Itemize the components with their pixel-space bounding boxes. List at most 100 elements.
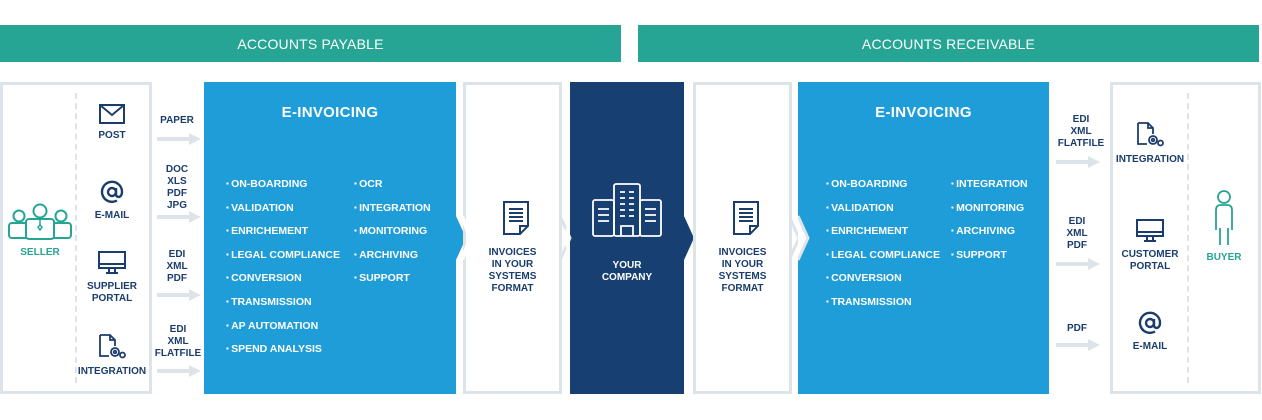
service-item: ON-BOARDING [826, 178, 940, 202]
format-item: FLATFILE [154, 348, 202, 359]
services-list-col1: ON-BOARDING VALIDATION ENRICHEMENT LEGAL… [826, 178, 940, 320]
service-item: SPEND ANALYSIS [226, 343, 340, 367]
channel-label: PORTAL [1129, 261, 1171, 272]
service-item: INTEGRATION [354, 202, 431, 226]
buyer-label: BUYER [1206, 252, 1242, 263]
format-item: EDI [1072, 114, 1090, 125]
arrow-right-icon [157, 289, 201, 301]
channel-label: INTEGRATION [1115, 154, 1185, 165]
arrow-right-icon [1056, 258, 1100, 270]
service-item: SUPPORT [354, 272, 431, 296]
accounts-receivable-header: ACCOUNTS RECEIVABLE [638, 25, 1259, 62]
format-item: XML [166, 261, 188, 272]
invoices-in-label: INVOICES IN YOUR SYSTEMS FORMAT [466, 247, 559, 295]
buyer-person-icon [1215, 190, 1233, 245]
channel-post: POST [76, 104, 148, 142]
service-item: ENRICHEMENT [826, 225, 940, 249]
channel-email: E-MAIL [1112, 311, 1188, 353]
format-item: PAPER [160, 115, 194, 126]
format-item: PDF [167, 188, 187, 199]
services-list-col1: ON-BOARDING VALIDATION ENRICHEMENT LEGAL… [226, 178, 340, 367]
channel-label: SUPPLIER [86, 281, 137, 292]
arrow-right-icon [1056, 156, 1100, 168]
service-item: ON-BOARDING [226, 178, 340, 202]
label-line: IN YOUR [491, 259, 534, 270]
format-label-integration: EDI XML FLATFILE [150, 324, 206, 360]
divider [1187, 93, 1189, 383]
at-sign-icon [1138, 311, 1162, 335]
buyer: BUYER [1190, 190, 1258, 263]
format-item: PDF [1067, 240, 1087, 251]
envelope-icon [99, 104, 125, 124]
channel-supplier-portal: SUPPLIER PORTAL [76, 251, 148, 305]
format-label-paper: PAPER [152, 115, 202, 127]
e-invoicing-payable-panel: E-INVOICING ON-BOARDING VALIDATION ENRIC… [204, 82, 456, 394]
e-invoicing-receivable-panel: E-INVOICING ON-BOARDING VALIDATION ENRIC… [798, 82, 1049, 394]
your-company-label: YOUR COMPANY [570, 260, 684, 284]
channel-label: POST [98, 130, 126, 141]
at-sign-icon [100, 180, 124, 204]
label-line: COMPANY [601, 272, 653, 283]
service-item: LEGAL COMPLIANCE [826, 249, 940, 273]
format-label-portal: EDI XML PDF [152, 249, 202, 285]
accounts-payable-title: ACCOUNTS PAYABLE [237, 35, 384, 52]
your-company-panel: YOUR COMPANY [570, 82, 684, 394]
label-line: SYSTEMS [488, 271, 537, 282]
service-item: MONITORING [354, 225, 431, 249]
format-item: EDI [1068, 216, 1086, 227]
seller-panel: SELLER [0, 82, 152, 394]
service-item: TRANSMISSION [226, 296, 340, 320]
service-item: CONVERSION [226, 272, 340, 296]
seller-label: SELLER [20, 247, 60, 258]
format-item: FLATFILE [1057, 138, 1105, 149]
buyer-panel [1110, 82, 1261, 394]
format-item: DOC [165, 164, 189, 175]
invoices-out-label: INVOICES IN YOUR SYSTEMS FORMAT [696, 247, 789, 295]
accounts-payable-header: ACCOUNTS PAYABLE [0, 25, 621, 62]
channel-label: PORTAL [91, 293, 133, 304]
service-item: INTEGRATION [951, 178, 1028, 202]
services-list-col2: OCR INTEGRATION MONITORING ARCHIVING SUP… [354, 178, 431, 296]
format-item: XML [1066, 228, 1088, 239]
format-label-integration: EDI XML FLATFILE [1052, 114, 1110, 150]
accounts-receivable-title: ACCOUNTS RECEIVABLE [861, 35, 1036, 52]
invoices-out-panel: INVOICES IN YOUR SYSTEMS FORMAT [693, 82, 792, 394]
office-building-icon [592, 183, 662, 237]
channel-customer-portal: CUSTOMER PORTAL [1112, 219, 1188, 273]
label-line: SYSTEMS [718, 271, 767, 282]
service-item: ENRICHEMENT [226, 225, 340, 249]
seller-group-icon [8, 203, 72, 240]
format-label-portal: EDI XML PDF [1052, 216, 1102, 252]
label-line: INVOICES [488, 247, 537, 258]
service-item: LEGAL COMPLIANCE [226, 249, 340, 273]
format-item: JPG [166, 200, 187, 211]
label-line: YOUR [612, 260, 642, 271]
document-icon [733, 201, 759, 235]
channel-integration: INTEGRATION [1112, 122, 1188, 166]
channel-integration: INTEGRATION [74, 334, 150, 378]
format-item: EDI [168, 249, 186, 260]
channel-label: E-MAIL [1132, 341, 1168, 352]
service-item: AP AUTOMATION [226, 320, 340, 344]
service-item: SUPPORT [951, 249, 1028, 273]
format-item: XML [167, 336, 189, 347]
service-item: TRANSMISSION [826, 296, 940, 320]
arrow-right-icon [157, 133, 201, 145]
monitor-icon [98, 251, 126, 274]
format-item: PDF [167, 273, 187, 284]
chevron-notch [562, 82, 572, 394]
label-line: FORMAT [721, 283, 764, 294]
arrow-right-icon [1056, 339, 1100, 351]
chevron-notch [798, 215, 810, 261]
document-gears-icon [1137, 122, 1164, 147]
arrow-right-icon [157, 365, 201, 377]
monitor-icon [1136, 219, 1164, 242]
channel-email: E-MAIL [76, 180, 148, 222]
e-invoicing-title: E-INVOICING [281, 104, 379, 121]
service-item: CONVERSION [826, 272, 940, 296]
divider [75, 93, 77, 383]
format-item: XML [1070, 126, 1092, 137]
service-item: VALIDATION [826, 202, 940, 226]
service-item: MONITORING [951, 202, 1028, 226]
chevron-separator [452, 82, 466, 394]
